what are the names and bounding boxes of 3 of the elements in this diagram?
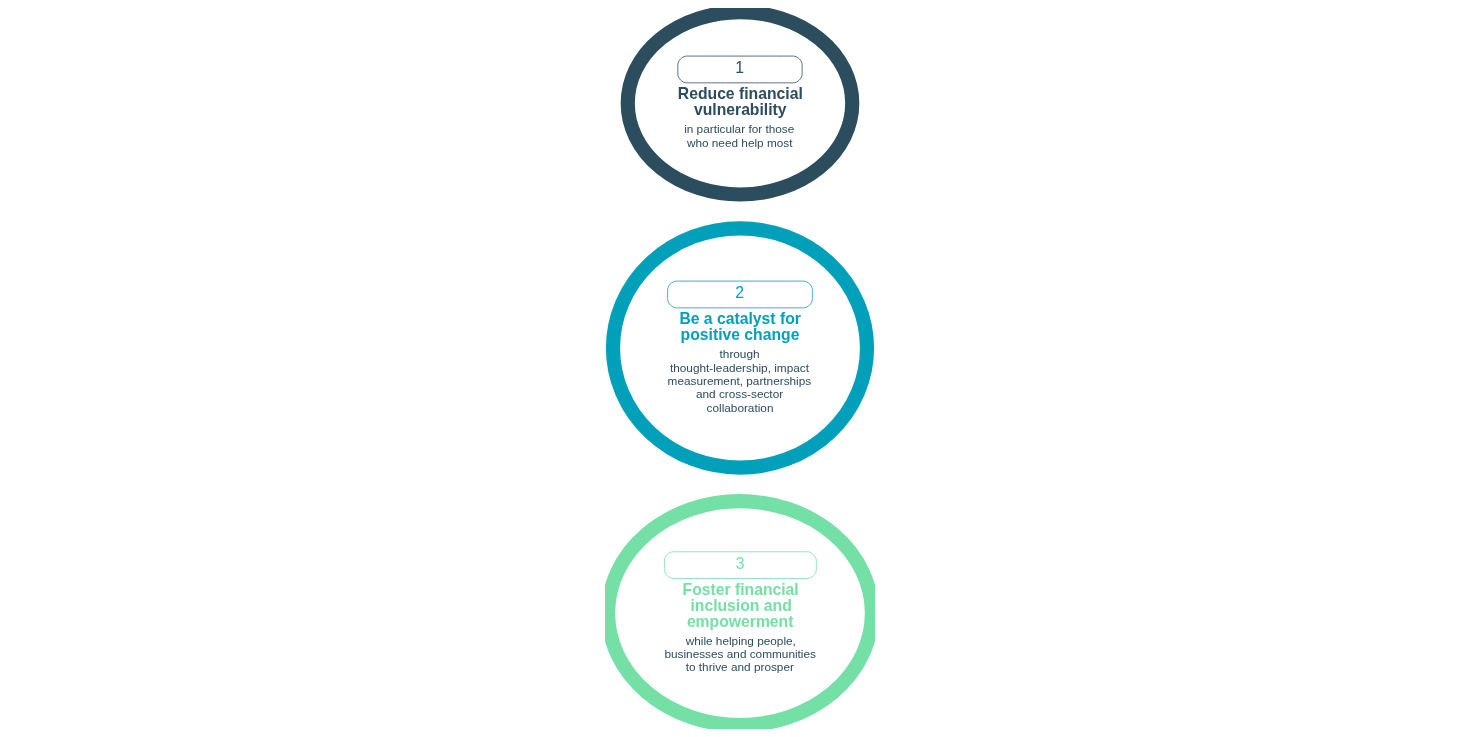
node-ellipse: 1 Reduce financial vulnerability in particular for those who need help most (620, 8, 859, 202)
node-ellipse: 3 Foster financial inclusion and empowerment while helping people, businesses and communities to thrive and prosper (604, 494, 875, 729)
node-circle: 2 Be a catalyst for positive change through thought-leadership, impact measurement, partnerships and cross-sector collaboration (605, 221, 874, 475)
